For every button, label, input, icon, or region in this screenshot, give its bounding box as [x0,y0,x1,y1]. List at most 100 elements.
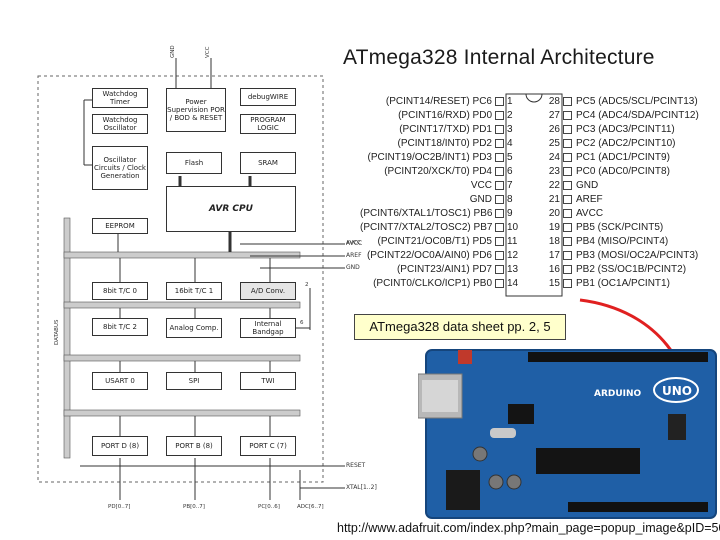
pin-row-left: (PCINT0/CLKO/ICP1) PB0 14 [360,278,523,290]
source-url: http://www.adafruit.com/index.php?main_p… [337,521,720,535]
pin-label: PC5 (ADC5/SCL/PCINT13) [576,96,698,107]
arduino-board-photo: ARDUINO UNO [417,344,718,520]
pin-number: 17 [548,250,560,261]
pin-label: (PCINT18/INT0) PD2 [397,138,492,149]
svg-text:ARDUINO: ARDUINO [594,389,642,399]
watchdog-oscillator-block: Watchdog Oscillator [92,114,148,134]
avcc-signal-label: AVCC [346,240,361,246]
xtal-label: XTAL[1..2] [346,484,377,491]
pin-number: 4 [507,138,513,149]
pin-box-icon [563,278,572,288]
pin-box-icon [563,264,572,274]
pin-label: GND [469,194,492,205]
power-supervision-block: Power Supervision POR / BOD & RESET [166,88,226,132]
n6-label: 6 [300,320,304,326]
pin-row-right: 27 PC4 (ADC4/SDA/PCINT12) [546,110,699,122]
pin-box-icon [563,138,572,148]
pin-number: 28 [548,96,560,107]
pin-box-icon [563,222,572,232]
pin-number: 25 [548,138,560,149]
pin-number: 27 [548,110,560,121]
pin-label: GND [576,180,599,191]
pin-label: (PCINT20/XCK/T0) PD4 [384,166,492,177]
pin-number: 1 [507,96,513,107]
pin-box-icon [495,222,504,232]
spi-block: SPI [166,372,222,390]
n2-label: 2 [305,282,309,288]
pin-box-icon [563,152,572,162]
block-diagram: GND VCC DATABUS Watchdog Timer Watchdog … [0,0,361,520]
oscillator-block: Oscillator Circuits / Clock Generation [92,146,148,190]
pin-row-right: 28 PC5 (ADC5/SCL/PCINT13) [546,96,698,108]
pin-label: PB2 (SS/OC1B/PCINT2) [576,264,687,275]
arduino-board-illustration: ARDUINO UNO [417,349,717,519]
eeprom-block: EEPROM [92,218,148,234]
portc-block: PORT C (7) [240,436,296,456]
pin-box-icon [563,236,572,246]
pin-number: 12 [507,250,519,261]
pb-pins-label: PB[0..7] [183,504,205,510]
pin-box-icon [563,194,572,204]
program-logic-block: PROGRAM LOGIC [240,114,296,134]
pin-number: 5 [507,152,513,163]
timer1-block: 16bit T/C 1 [166,282,222,300]
pin-row-right: 17 PB3 (MOSI/OC2A/PCINT3) [546,250,698,262]
pin-number: 14 [507,278,519,289]
pin-number: 19 [548,222,560,233]
pin-number: 23 [548,166,560,177]
pin-box-icon [495,96,504,106]
pin-box-icon [495,208,504,218]
flash-block: Flash [166,152,222,174]
pin-label: PC4 (ADC4/SDA/PCINT12) [576,110,699,121]
adc-pins-label: ADC[6..7] [297,504,324,510]
aref-label: AREF [346,252,362,259]
pin-row-right: 16 PB2 (SS/OC1B/PCINT2) [546,264,686,276]
pin-label: (PCINT7/XTAL2/TOSC2) PB7 [360,222,493,233]
pin-box-icon [563,250,572,260]
pin-box-icon [495,110,504,120]
gnd-supply-label: GND [170,45,176,58]
pin-label: (PCINT6/XTAL1/TOSC1) PB6 [360,208,493,219]
pin-label: PC0 (ADC0/PCINT8) [576,166,670,177]
analog-comp-block: Analog Comp. [166,318,222,338]
avcc-label: AVCC [346,240,363,247]
pin-label: PC1 (ADC1/PCINT9) [576,152,670,163]
pin-label: PB3 (MOSI/OC2A/PCINT3) [576,250,699,261]
databus-label: DATABUS [54,319,60,345]
adc-block: A/D Conv. [240,282,296,300]
pin-row-left: (PCINT22/OC0A/AIN0) PD6 12 [360,250,523,262]
bandgap-block: Internal Bandgap [240,318,296,338]
sram-block: SRAM [240,152,296,174]
pin-number: 3 [507,124,513,135]
pin-box-icon [495,124,504,134]
timer0-block: 8bit T/C 0 [92,282,148,300]
pin-label: (PCINT0/CLKO/ICP1) PB0 [373,278,492,289]
pin-box-icon [563,96,572,106]
pin-number: 16 [548,264,560,275]
pin-label: (PCINT22/OC0A/AIN0) PD6 [366,250,492,261]
pin-row-left: (PCINT18/INT0) PD2 4 [360,138,523,150]
pin-box-icon [495,278,504,288]
pin-number: 15 [548,278,560,289]
datasheet-note: ATmega328 data sheet pp. 2, 5 [354,314,566,340]
pd-pins-label: PD[0..7] [108,504,131,510]
pin-row-right: 23 PC0 (ADC0/PCINT8) [546,166,670,178]
pin-label: VCC [470,180,492,191]
pin-number: 20 [548,208,560,219]
